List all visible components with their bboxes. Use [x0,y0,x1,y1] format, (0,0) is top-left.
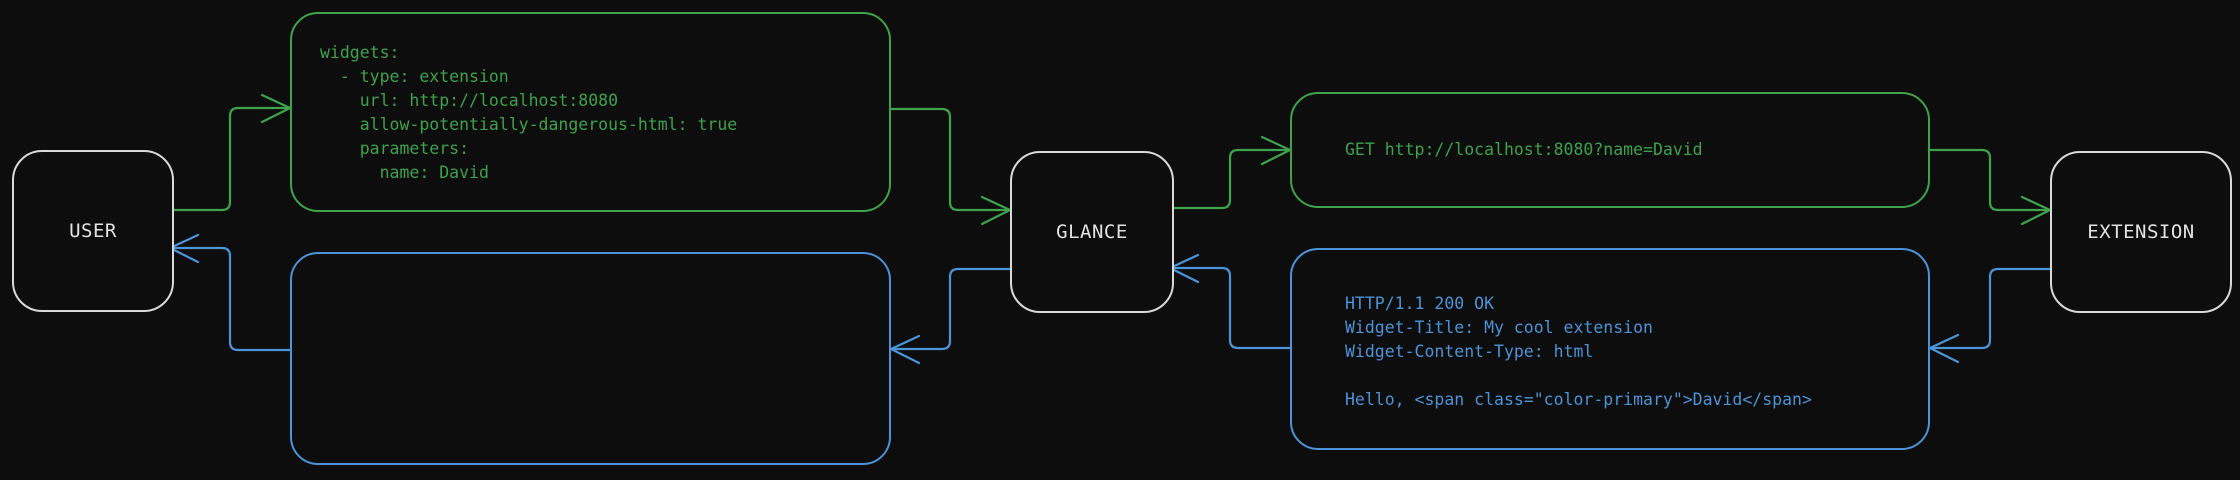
http-response-code: HTTP/1.1 200 OK Widget-Title: My cool ex… [1345,294,1812,409]
http-request-box: GET http://localhost:8080?name=David [1290,92,1930,208]
arrow-user-to-config [168,106,289,212]
node-extension-label: EXTENSION [2087,221,2195,243]
arrowhead-extension-to-response-icon [1928,333,1960,364]
arrow-response-to-glance [1171,266,1292,350]
config-yaml-code: widgets: - type: extension url: http://l… [320,43,738,182]
http-response-box: HTTP/1.1 200 OK Widget-Title: My cool ex… [1290,248,1930,450]
node-user-label: USER [69,220,117,242]
widget-preview-box: MY COOL EXTENSION Hello, David [290,252,891,465]
arrow-request-to-extension [1928,148,2049,212]
node-user: USER [12,150,174,312]
node-glance-label: GLANCE [1056,221,1128,243]
arrow-extension-to-response [1931,267,2052,350]
response-flow-group [168,233,2052,365]
arrowhead-glance-to-widget-icon [889,334,921,365]
arrow-glance-to-request [1168,148,1289,210]
node-extension: EXTENSION [2050,151,2232,313]
arrow-glance-to-widget [892,267,1012,351]
arrow-config-to-glance [889,107,1009,212]
http-request-code: GET http://localhost:8080?name=David [1345,140,1703,159]
arrow-widget-to-user [171,246,292,352]
node-glance: GLANCE [1010,151,1174,313]
config-yaml-box: widgets: - type: extension url: http://l… [290,12,891,212]
